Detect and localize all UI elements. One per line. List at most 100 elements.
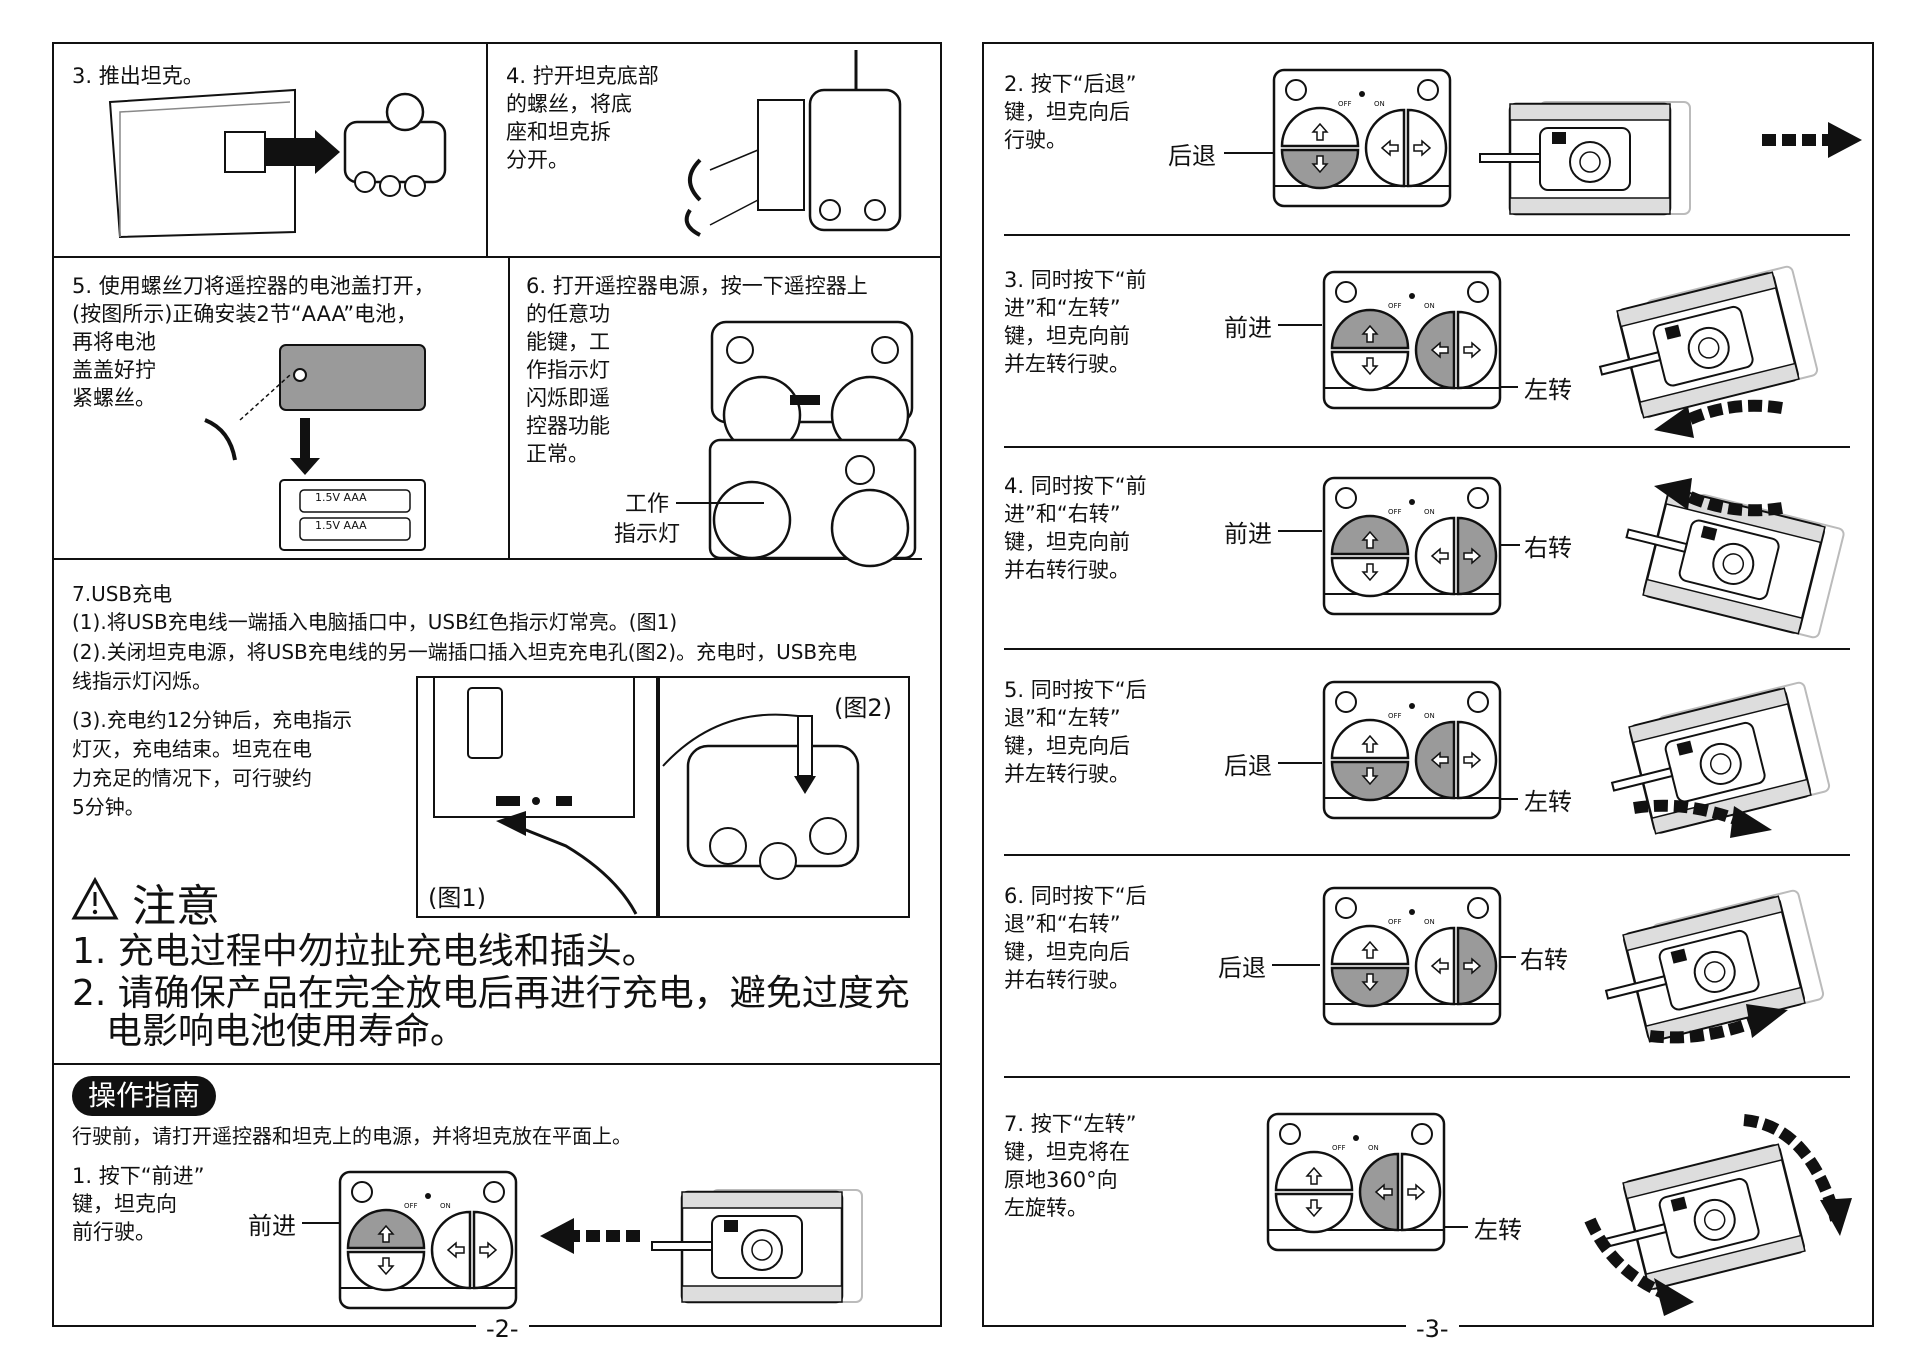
attention-item-1: 1. 充电过程中勿拉扯充电线和插头。: [72, 931, 658, 972]
divider: [1004, 648, 1850, 650]
tank-bottom-illustration: [684, 50, 902, 237]
arrow-up-icon: [1361, 324, 1379, 343]
tank-illustration: [1604, 1143, 1806, 1291]
step5-text: 5. 使用螺丝刀将遥控器的电池盖打开， (按图所示)正确安装2节“AAA”电池，…: [72, 274, 435, 410]
arrow-left-icon: [1380, 139, 1399, 157]
direction-arrow-icon: [1649, 1004, 1788, 1044]
arrow-left-icon: [1430, 341, 1449, 359]
tank-illustration: [1604, 889, 1825, 1043]
usb-title: 7.USB充电: [72, 582, 173, 606]
tank-illustration: [1625, 487, 1845, 639]
battery-label: 1.5V AAA: [315, 519, 367, 532]
tank-illustration: [651, 1189, 863, 1304]
guide-title-badge: 操作指南: [72, 1076, 217, 1116]
battery-label: 1.5V AAA: [315, 491, 367, 504]
step3-text: 3. 推出坦克。: [72, 64, 204, 88]
svg-text:ON: ON: [1374, 100, 1385, 108]
leader-line: [302, 1222, 358, 1224]
figure2-usb-tank: [658, 676, 910, 918]
op4-label-right: 右转: [1524, 534, 1572, 562]
arrow-right-icon: [1407, 1183, 1426, 1201]
figure1-caption: (图1): [428, 884, 486, 912]
direction-arrow-icon: [1584, 1217, 1694, 1316]
divider: [1004, 234, 1850, 236]
svg-text:ON: ON: [1368, 1144, 1379, 1152]
leader-line: [1278, 324, 1322, 326]
arrow-down-icon: [377, 1257, 395, 1276]
svg-text:ON: ON: [1424, 712, 1435, 720]
op4-text: 4. 同时按下“前 进”和“右转” 键，坦克向前 并右转行驶。: [1004, 474, 1147, 582]
op1-text: 1. 按下“前进” 键，坦克向 前行驶。: [72, 1164, 205, 1244]
warning-triangle-icon: [71, 876, 119, 920]
svg-text:OFF: OFF: [1388, 302, 1402, 310]
step4-text: 4. 拧开坦克底部 的螺丝，将底 座和坦克拆 分开。: [506, 64, 659, 172]
op7-text: 7. 按下“左转” 键，坦克将在 原地360°向 左旋转。: [1004, 1112, 1137, 1220]
usb-step2: (2).关闭坦克电源，将USB充电线的另一端插口插入坦克充电孔(图2)。充电时，…: [72, 640, 858, 693]
leader-line: [1278, 762, 1322, 764]
direction-arrow-icon: [1743, 1114, 1852, 1236]
remote-control: OFF ON: [1322, 270, 1502, 410]
page-number: -3-: [1406, 1316, 1459, 1342]
divider: [52, 256, 942, 258]
divider: [1004, 854, 1850, 856]
direction-arrow-icon: [540, 1218, 640, 1254]
svg-text:OFF: OFF: [1332, 1144, 1346, 1152]
svg-text:OFF: OFF: [1388, 508, 1402, 516]
tank-illustration: [1610, 681, 1831, 835]
attention-title: 注意: [132, 881, 220, 932]
arrow-up-icon: [377, 1224, 395, 1243]
op6-label-back: 后退: [1218, 954, 1266, 982]
arrow-up-icon: [1311, 122, 1329, 141]
op5-label-left: 左转: [1524, 788, 1572, 816]
svg-text:OFF: OFF: [1338, 100, 1352, 108]
remote-control: OFF ON: [1266, 1112, 1446, 1252]
base-illustration: [108, 88, 447, 239]
divider: [486, 42, 488, 256]
arrow-down-icon: [1311, 155, 1329, 174]
arrow-right-icon: [479, 1241, 498, 1259]
arrow-down-icon: [1361, 357, 1379, 376]
arrow-left-icon: [1430, 751, 1449, 769]
svg-text:ON: ON: [1424, 302, 1435, 310]
tank-illustration: [1479, 101, 1691, 216]
svg-text:ON: ON: [1424, 918, 1435, 926]
svg-text:OFF: OFF: [404, 1202, 418, 1210]
divider: [52, 558, 922, 560]
arrow-left-icon: [1430, 547, 1449, 565]
page-number: -2-: [476, 1316, 529, 1342]
arrow-right-icon: [1463, 547, 1482, 565]
arrow-down-icon: [1305, 1199, 1323, 1218]
remote-control: OFF ON: [1272, 68, 1452, 208]
attention-item-2-cont: 电影响电池使用寿命。: [106, 1011, 467, 1052]
attention-item-2: 2. 请确保产品在完全放电后再进行充电，避免过度充: [72, 973, 910, 1014]
svg-text:OFF: OFF: [1388, 712, 1402, 720]
arrow-down-icon: [1361, 563, 1379, 582]
divider: [1004, 446, 1850, 448]
op5-text: 5. 同时按下“后 退”和“左转” 键，坦克向后 并左转行驶。: [1004, 678, 1147, 786]
svg-text:ON: ON: [1424, 508, 1435, 516]
arrow-up-icon: [1305, 1166, 1323, 1185]
divider: [1004, 1076, 1850, 1078]
op3-label-forward: 前进: [1224, 314, 1272, 342]
svg-text:OFF: OFF: [1388, 918, 1402, 926]
op2-text: 2. 按下“后退” 键，坦克向后 行驶。: [1004, 72, 1137, 152]
battery-illustration: [204, 344, 426, 551]
usb-step1: (1).将USB充电线一端插入电脑插口中，USB红色指示灯常亮。(图1): [72, 610, 678, 634]
figure1-usb-computer: [416, 676, 658, 918]
direction-arrow-icon: [1633, 799, 1772, 838]
leader-line: [676, 502, 764, 504]
leader-line: [1224, 152, 1280, 154]
op5-label-back: 后退: [1224, 752, 1272, 780]
remote-control: OFF ON: [1322, 680, 1502, 820]
op6-label-right: 右转: [1520, 946, 1568, 974]
tank-illustration: [1598, 265, 1819, 419]
op3-text: 3. 同时按下“前 进”和“左转” 键，坦克向前 并左转行驶。: [1004, 268, 1147, 376]
arrow-left-icon: [1374, 1183, 1393, 1201]
op6-text: 6. 同时按下“后 退”和“右转” 键，坦克向后 并右转行驶。: [1004, 884, 1147, 992]
arrow-left-icon: [446, 1241, 465, 1259]
op2-label: 后退: [1168, 142, 1216, 170]
arrow-left-icon: [1430, 957, 1449, 975]
op3-label-left: 左转: [1524, 376, 1572, 404]
op4-label-forward: 前进: [1224, 520, 1272, 548]
